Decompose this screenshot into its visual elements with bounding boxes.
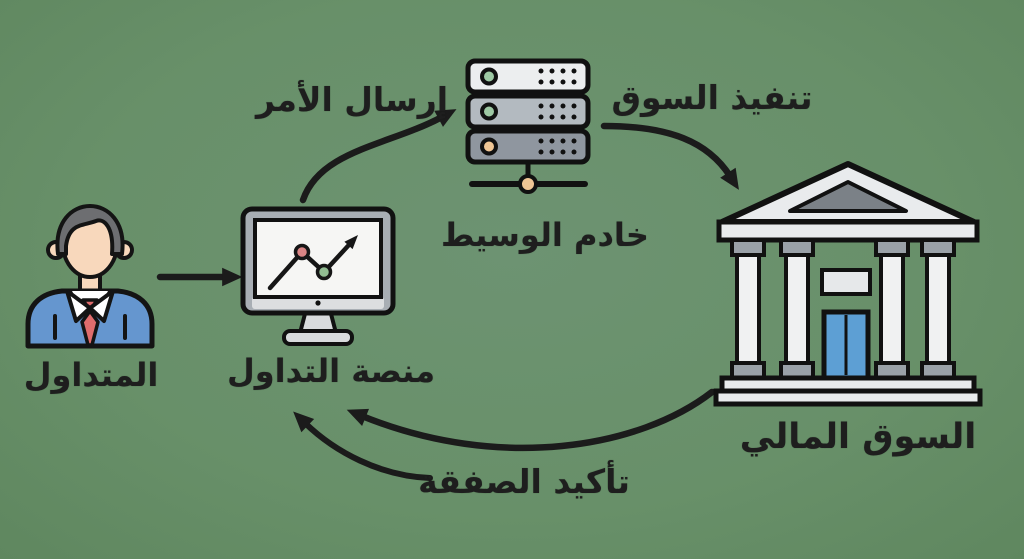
led-orange bbox=[480, 137, 498, 156]
arrow-deal-confirmation-outer bbox=[346, 388, 716, 452]
server-unit-bottom bbox=[465, 128, 591, 165]
businessman-icon bbox=[25, 204, 155, 349]
label-broker-server: خادم الوسيط bbox=[441, 216, 649, 254]
server-unit-top bbox=[465, 58, 591, 95]
server-rack-icon bbox=[465, 58, 591, 194]
label-financial-market: السوق المالي bbox=[739, 417, 977, 457]
hair bbox=[55, 204, 125, 256]
arrow-market-execution bbox=[600, 122, 739, 190]
chart-line bbox=[267, 243, 351, 291]
bank-step-lower bbox=[713, 388, 983, 407]
chart-dot-green bbox=[315, 263, 333, 281]
led-green bbox=[480, 102, 498, 121]
arrow-deal-confirmation-inner bbox=[293, 411, 433, 481]
label-trader: المتداول bbox=[23, 356, 159, 394]
chart-dot-red bbox=[293, 243, 311, 261]
bank-building-icon bbox=[713, 161, 983, 407]
chart-arrowhead bbox=[344, 235, 358, 250]
bank-window bbox=[820, 268, 872, 296]
label-trading-platform: منصة التداول bbox=[226, 352, 436, 390]
monitor-chart-icon bbox=[240, 206, 396, 346]
label-market-execution: تنفيذ السوق bbox=[611, 78, 813, 117]
label-send-order: إرسال الأمر bbox=[255, 80, 449, 119]
arrow-send-order bbox=[299, 109, 457, 204]
network-node bbox=[518, 174, 538, 194]
vent-dots bbox=[538, 68, 577, 155]
led-green bbox=[480, 67, 498, 86]
label-deal-confirmation: تأكيد الصفقة bbox=[418, 462, 630, 501]
pediment-inner bbox=[788, 180, 908, 213]
server-unit-middle bbox=[465, 93, 591, 130]
columns bbox=[730, 238, 956, 380]
entablature bbox=[716, 219, 980, 243]
